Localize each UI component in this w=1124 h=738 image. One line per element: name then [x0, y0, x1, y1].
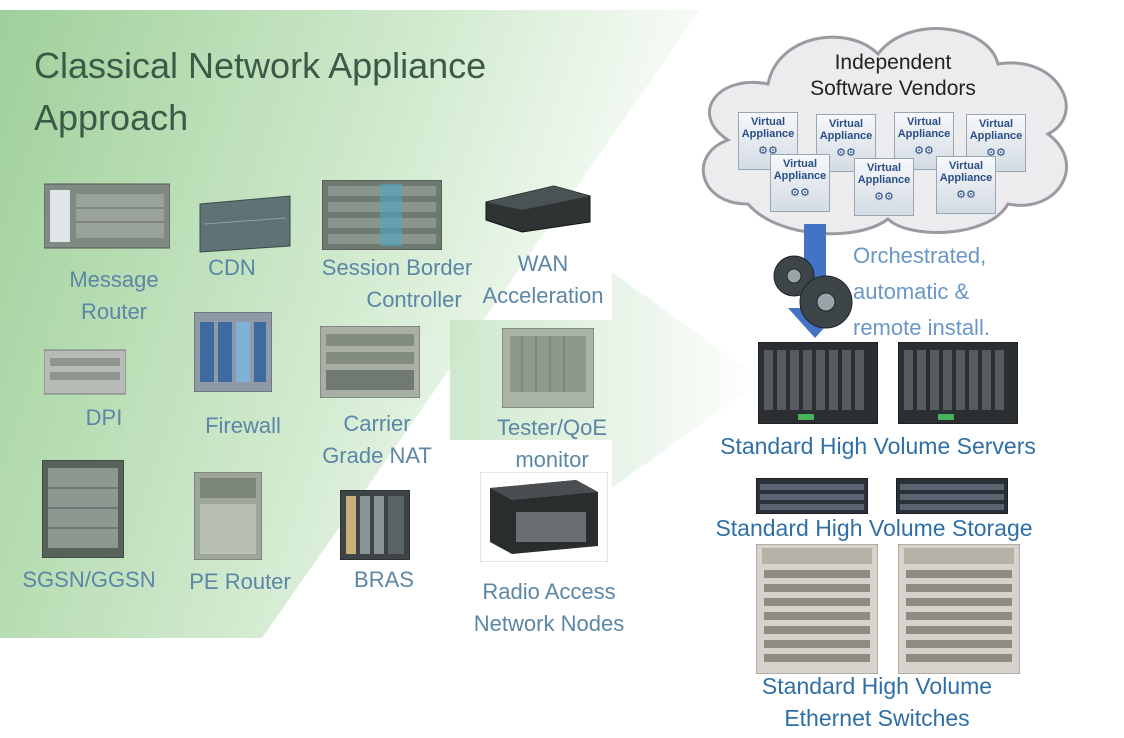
- va-text-2: Appliance: [939, 172, 993, 184]
- label-message-router: Message Router: [54, 264, 174, 328]
- bras-image: [340, 490, 410, 560]
- cloud-title-line-1: Independent: [834, 51, 952, 74]
- va-text-1: Virtual: [978, 118, 1014, 130]
- dpi-image: [44, 349, 126, 395]
- label-tester-line-1: Tester/QoE: [496, 415, 608, 440]
- sgsn-ggsn-image: [42, 460, 124, 558]
- server-image: [758, 342, 878, 424]
- message-router-image: [44, 183, 170, 249]
- firewall-image: [194, 312, 272, 392]
- switch-image: [756, 544, 878, 674]
- tester-qoe-image: [502, 328, 594, 408]
- va-text-1: Virtual: [828, 118, 864, 130]
- va-text-2: Appliance: [897, 128, 951, 140]
- label-session-border-controller: Session Border Controller: [312, 252, 482, 316]
- gear-icon: ⚙⚙: [790, 187, 810, 199]
- va-text-1: Virtual: [948, 160, 984, 172]
- title-line-2: Approach: [34, 97, 189, 138]
- label-storage: Standard High Volume Storage: [715, 515, 1033, 541]
- label-switches: Standard High Volume Ethernet Switches: [740, 670, 1014, 734]
- gear-icon: ⚙⚙: [836, 147, 856, 159]
- label-message-router-line-2: Router: [80, 299, 148, 324]
- label-tester-line-2: monitor: [515, 447, 589, 472]
- label-wan-line-1: WAN: [517, 251, 569, 276]
- big-arrow: [450, 272, 762, 488]
- cdn-image: [199, 195, 291, 253]
- gears-icon: [773, 255, 853, 329]
- va-text-1: Virtual: [866, 162, 902, 174]
- va-text-2: Appliance: [741, 128, 795, 140]
- cloud-title-line-2: Software Vendors: [810, 77, 976, 100]
- label-sbc-line-2: Controller: [366, 287, 462, 312]
- label-firewall: Firewall: [205, 413, 281, 438]
- gear-icon: ⚙⚙: [956, 189, 976, 201]
- label-pe-router: PE Router: [189, 569, 291, 594]
- label-wan-line-2: Acceleration: [482, 283, 604, 308]
- label-cdn: CDN: [208, 255, 256, 280]
- label-dpi: DPI: [85, 405, 123, 430]
- orchestrated-line-2: automatic &: [853, 279, 970, 304]
- page-title: Classical Network Appliance Approach: [34, 40, 486, 144]
- label-carrier-grade-nat: Carrier Grade NAT: [312, 408, 442, 472]
- wan-acceleration-image: [485, 185, 591, 233]
- label-bras: BRAS: [354, 567, 414, 592]
- orchestrated-line-3: remote install.: [853, 315, 990, 340]
- storage-image: [756, 478, 868, 514]
- va-text-2: Appliance: [969, 130, 1023, 142]
- session-border-controller-image: [322, 180, 442, 250]
- title-line-1: Classical Network Appliance: [34, 45, 487, 86]
- va-text-2: Appliance: [819, 130, 873, 142]
- label-radio-access: Radio Access Network Nodes: [456, 576, 642, 640]
- label-cgn-line-2: Grade NAT: [322, 443, 432, 468]
- carrier-grade-nat-image: [320, 326, 420, 398]
- orchestrated-text: Orchestrated, automatic & remote install…: [853, 238, 990, 346]
- label-sbc-line-1: Session Border: [321, 255, 473, 280]
- switch-image: [898, 544, 1020, 674]
- label-switches-line-2: Ethernet Switches: [784, 705, 970, 731]
- va-text-1: Virtual: [906, 116, 942, 128]
- storage-image: [896, 478, 1008, 514]
- label-radio-line-1: Radio Access: [482, 579, 616, 604]
- orchestrated-line-1: Orchestrated,: [853, 243, 987, 268]
- server-image: [898, 342, 1018, 424]
- label-cgn-line-1: Carrier: [343, 411, 411, 436]
- green-panel: [0, 10, 700, 638]
- label-message-router-line-1: Message: [69, 267, 159, 292]
- pe-router-image: [194, 472, 262, 560]
- radio-access-image: [480, 472, 608, 562]
- label-tester-qoe: Tester/QoE monitor: [482, 412, 622, 476]
- cloud-title: Independent Software Vendors: [770, 50, 1016, 102]
- va-text-1: Virtual: [750, 116, 786, 128]
- label-sgsn-ggsn: SGSN/GGSN: [22, 567, 156, 592]
- label-wan-acceleration: WAN Acceleration: [470, 248, 616, 312]
- gear-icon: ⚙⚙: [914, 145, 934, 157]
- label-servers: Standard High Volume Servers: [720, 433, 1036, 459]
- va-text-2: Appliance: [773, 170, 827, 182]
- va-text-2: Appliance: [857, 174, 911, 186]
- gear-icon: ⚙⚙: [874, 191, 894, 203]
- label-radio-line-2: Network Nodes: [473, 611, 625, 636]
- label-switches-line-1: Standard High Volume: [761, 673, 993, 699]
- va-text-1: Virtual: [782, 158, 818, 170]
